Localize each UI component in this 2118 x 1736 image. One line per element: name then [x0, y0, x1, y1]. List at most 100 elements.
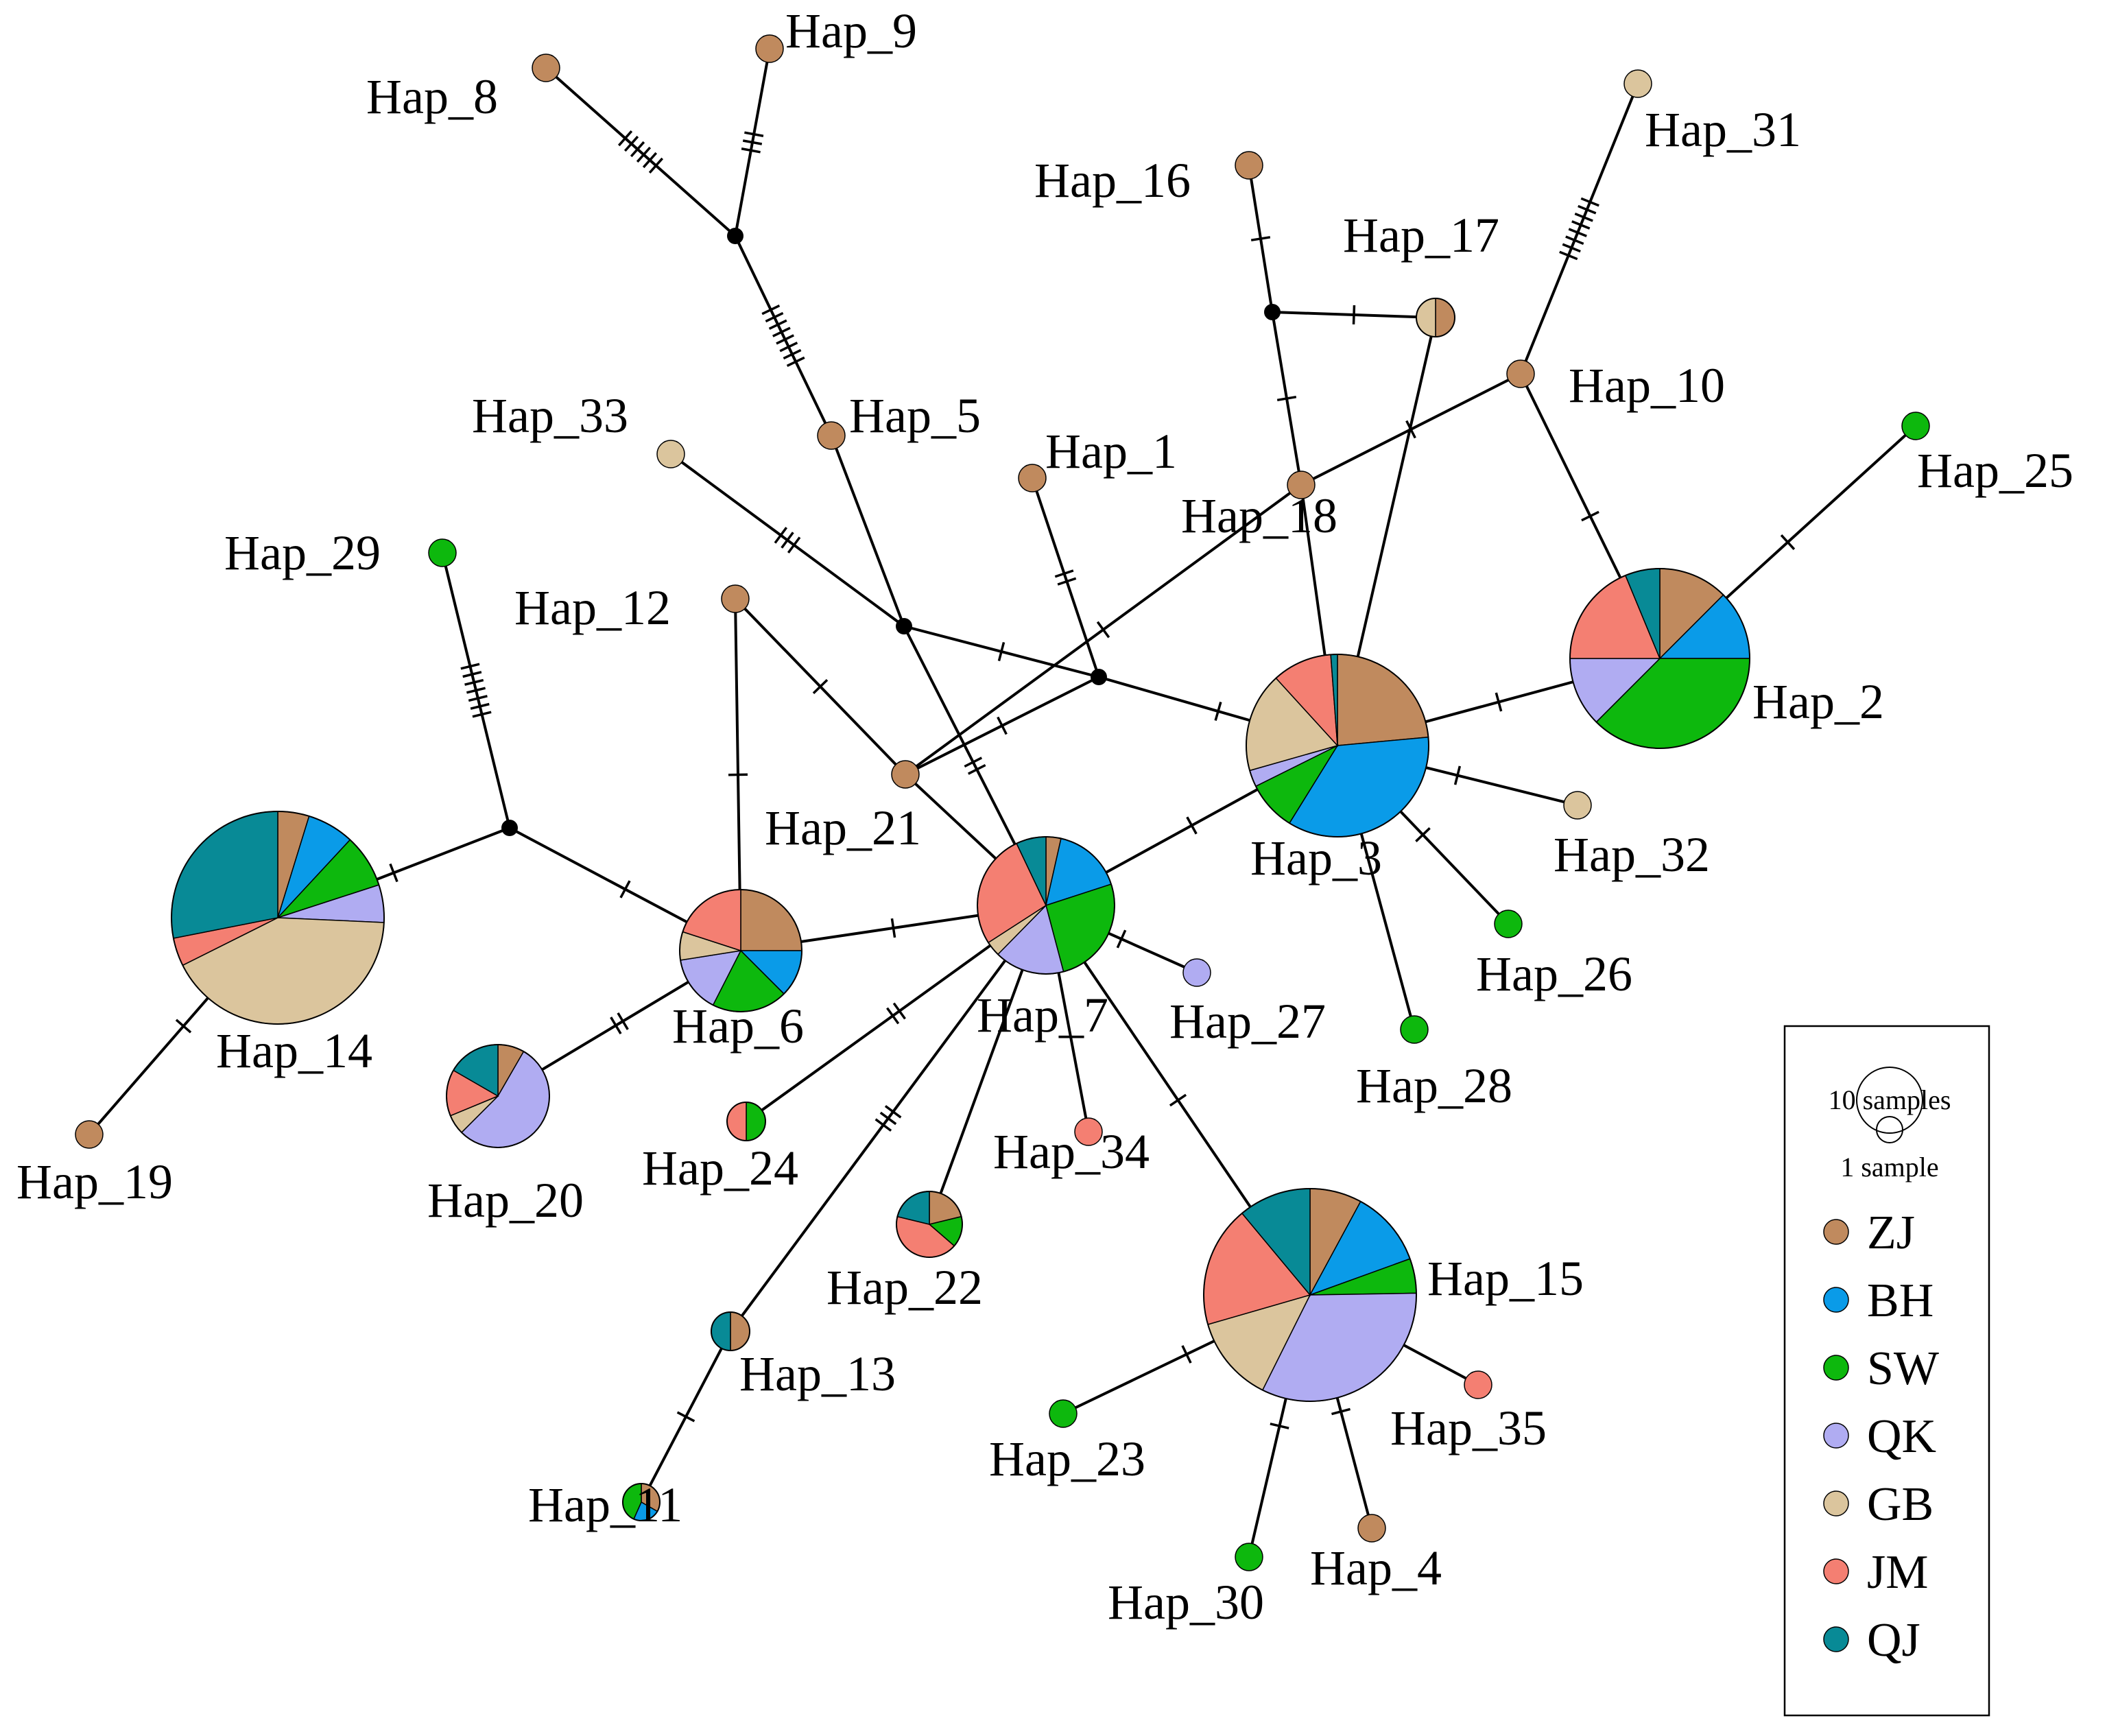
haplotype-label: Hap_29 — [224, 525, 381, 580]
pie-slice-zj — [1337, 654, 1429, 746]
node-outline — [1416, 298, 1455, 337]
legend-label: SW — [1867, 1342, 1939, 1395]
edge-line — [1031, 477, 1100, 678]
node-outline — [977, 836, 1115, 975]
haplotype-node-hap-26 — [1494, 909, 1523, 938]
network-edge — [669, 453, 905, 628]
legend-item-bh: BH — [1823, 1274, 1933, 1327]
haplotype-node-hap-4 — [1357, 1514, 1386, 1543]
network-edge — [734, 48, 771, 237]
network-edge — [1272, 305, 1436, 325]
pie-slice-sw — [1049, 1399, 1078, 1428]
haplotype-node-hap-21 — [891, 760, 920, 789]
haplotype-node-hap-34 — [1074, 1117, 1103, 1146]
mutation-tick — [884, 1105, 902, 1119]
pie-slice-gb — [656, 440, 685, 468]
pie-slice-zj — [1018, 464, 1047, 492]
pie-slice-sw — [1901, 412, 1930, 440]
mutation-tick — [1415, 827, 1431, 842]
haplotype-node-hap-35 — [1464, 1370, 1492, 1399]
pie-slice-qk — [1182, 958, 1211, 987]
edge-line — [1519, 83, 1639, 374]
legend-size-small-label: 1 sample — [1840, 1152, 1938, 1182]
legend-item-gb: GB — [1823, 1478, 1933, 1531]
haplotype-node-hap-13 — [711, 1311, 750, 1351]
haplotype-node-hap-3 — [1246, 654, 1429, 837]
node-outline — [1203, 1188, 1417, 1402]
median-vector-node — [727, 228, 743, 244]
pie-slice-zj — [75, 1120, 104, 1149]
mutation-tick — [636, 146, 652, 163]
haplotype-node-hap-2 — [1569, 568, 1750, 749]
mutation-tick — [623, 135, 639, 152]
haplotype-label: Hap_3 — [1250, 831, 1382, 885]
haplotype-node-hap-5 — [817, 421, 846, 450]
legend-label: ZJ — [1867, 1206, 1915, 1259]
mutation-tick — [1581, 510, 1599, 522]
haplotype-label: Hap_13 — [739, 1346, 896, 1401]
network-edge — [734, 235, 833, 436]
mutation-tick — [648, 157, 664, 174]
mutation-tick — [1276, 395, 1297, 402]
node-outline — [1246, 654, 1429, 837]
pie-slice-zj — [721, 584, 750, 613]
haplotype-label: Hap_25 — [1917, 443, 2073, 498]
haplotype-node-hap-22 — [896, 1191, 963, 1258]
pie-slice-zj — [1435, 298, 1455, 337]
mutation-tick — [1571, 220, 1591, 230]
pie-slice-zj — [1235, 151, 1263, 180]
node-outline — [1569, 568, 1750, 749]
mutation-tick — [472, 711, 492, 718]
legend-swatch — [1823, 1626, 1849, 1652]
pie-slice-gb — [1623, 69, 1652, 98]
mutation-tick — [617, 1012, 629, 1030]
mutation-tick — [1495, 692, 1503, 712]
legend-label: QJ — [1867, 1614, 1920, 1667]
mutation-tick — [741, 147, 761, 154]
node-outline — [171, 811, 385, 1025]
haplotype-label: Hap_32 — [1554, 827, 1710, 882]
mutation-tick — [466, 687, 486, 694]
legend-swatch — [1823, 1490, 1849, 1517]
mutation-tick — [742, 139, 763, 145]
haplotype-node-hap-25 — [1901, 412, 1930, 440]
legend-size-circle-large — [1856, 1067, 1923, 1134]
mutation-tick — [464, 678, 484, 686]
haplotype-node-hap-1 — [1018, 464, 1047, 492]
mutation-tick — [1054, 569, 1074, 578]
legend-swatch — [1823, 1219, 1849, 1245]
network-edge — [905, 676, 1099, 776]
haplotype-label: Hap_12 — [514, 580, 671, 635]
pie-slice-jm — [1464, 1370, 1492, 1399]
legend-item-zj: ZJ — [1823, 1206, 1915, 1259]
mutation-tick — [812, 679, 829, 694]
node-outline — [896, 1191, 963, 1258]
pie-slice-gb — [1563, 791, 1592, 820]
haplotype-node-hap-17 — [1416, 298, 1455, 337]
haplotype-label: Hap_28 — [1356, 1058, 1512, 1113]
haplotype-node-hap-33 — [656, 440, 685, 468]
pie-slice-zj — [1357, 1514, 1386, 1543]
pie-slice-sw — [1400, 1015, 1429, 1044]
pie-slice-zj — [532, 53, 560, 82]
haplotype-label: Hap_19 — [16, 1154, 173, 1209]
haplotype-label: Hap_21 — [765, 800, 921, 855]
network-edge — [729, 904, 1047, 1333]
mutation-tick — [1186, 816, 1198, 835]
haplotype-node-hap-20 — [446, 1044, 550, 1148]
legend-label: JM — [1867, 1546, 1928, 1599]
haplotype-label: Hap_16 — [1034, 153, 1191, 208]
mutation-tick — [1574, 212, 1593, 222]
median-vector-node — [1264, 304, 1281, 320]
mutation-tick — [997, 716, 1008, 735]
network-edge — [441, 552, 511, 829]
mutation-tick — [879, 1111, 897, 1126]
haplotype-node-hap-10 — [1506, 359, 1535, 388]
haplotype-label: Hap_35 — [1390, 1401, 1547, 1455]
pie-slice-sw — [428, 538, 457, 567]
haplotype-label: Hap_22 — [826, 1260, 983, 1315]
haplotype-node-hap-16 — [1235, 151, 1263, 180]
